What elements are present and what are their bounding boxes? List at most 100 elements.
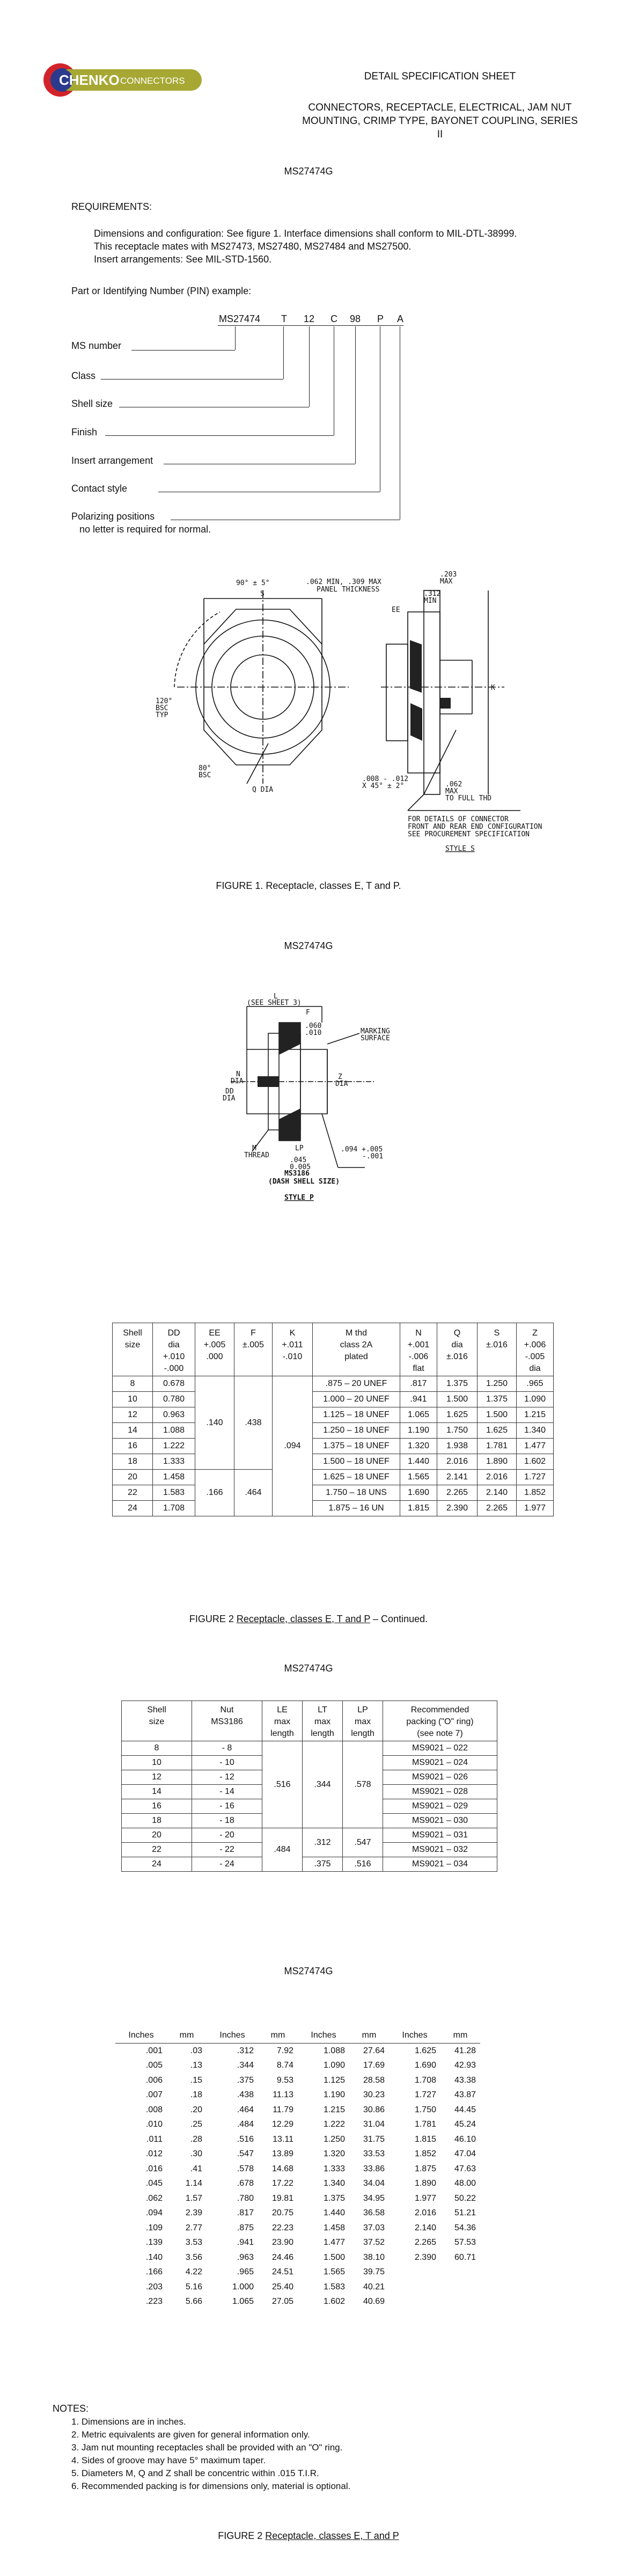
table-cell: 1.57 bbox=[185, 2193, 202, 2203]
table-cell: 4.22 bbox=[185, 2267, 202, 2276]
table-cell: .140 bbox=[195, 1376, 234, 1470]
dim-label: TYP bbox=[156, 711, 168, 719]
table-cell: 1.890 bbox=[477, 1454, 517, 1470]
table-cell: .13 bbox=[190, 2061, 202, 2070]
table-cell: 2.265 bbox=[477, 1500, 517, 1516]
table-cell: 2.265 bbox=[414, 2238, 436, 2247]
table-cell: - 10 bbox=[192, 1755, 262, 1770]
table-cell: .25 bbox=[190, 2120, 202, 2129]
dim-label: F bbox=[306, 1009, 310, 1017]
table-cell bbox=[440, 2294, 480, 2309]
table-cell: 1.852 bbox=[414, 2149, 436, 2158]
requirements-line: Insert arrangements: See MIL-STD-1560. bbox=[94, 254, 272, 265]
pin-part-contact: P bbox=[377, 313, 384, 324]
dim-label: DIA bbox=[335, 1080, 348, 1088]
column-header: mm bbox=[258, 2028, 298, 2044]
notes-list: 1. Dimensions are in inches.2. Metric eq… bbox=[71, 2416, 350, 2493]
table-cell: MS9021 – 022 bbox=[383, 1741, 497, 1756]
pin-part-finish: C bbox=[330, 313, 337, 324]
table-cell: 1.708 bbox=[152, 1500, 195, 1516]
table-cell: 44.45 bbox=[454, 2105, 476, 2114]
doc-number: MS27474G bbox=[284, 1966, 333, 1976]
column-header: Inches bbox=[115, 2028, 167, 2044]
requirements-line: This receptacle mates with MS27473, MS27… bbox=[94, 241, 412, 252]
pin-label: Finish bbox=[71, 427, 98, 437]
table-cell: MS9021 – 028 bbox=[383, 1784, 497, 1799]
table-cell: .094 bbox=[272, 1376, 313, 1516]
table-cell: 20 bbox=[112, 1469, 153, 1485]
dim-label: .010 bbox=[305, 1029, 321, 1037]
table-cell: .011 bbox=[146, 2134, 163, 2144]
table-cell: .375 bbox=[302, 1857, 343, 1872]
dim-label: 80° bbox=[199, 764, 211, 772]
table-cell: .963 bbox=[237, 2252, 254, 2262]
table-cell: 57.53 bbox=[454, 2238, 476, 2247]
table-cell: 8 bbox=[121, 1741, 192, 1756]
table-cell: 1.815 bbox=[400, 1500, 437, 1516]
table-cell: 43.38 bbox=[454, 2075, 476, 2085]
table-cell: 25.40 bbox=[271, 2282, 293, 2292]
table-cell: 10 bbox=[121, 1755, 192, 1770]
table-cell: 60.71 bbox=[454, 2252, 476, 2262]
table-cell: 1.625 bbox=[477, 1422, 517, 1439]
table-cell: .516 bbox=[237, 2134, 254, 2144]
dim-label: L bbox=[274, 993, 278, 1001]
dim-label: (SEE SHEET 3) bbox=[247, 999, 302, 1007]
table-cell: 50.22 bbox=[454, 2193, 476, 2203]
table-cell: 1.222 bbox=[323, 2120, 345, 2129]
dim-label: .203 bbox=[440, 571, 457, 579]
table-cell: .484 bbox=[262, 1828, 303, 1872]
column-header: EE+.005.000 bbox=[195, 1323, 234, 1376]
dim-label: THREAD bbox=[244, 1151, 269, 1159]
table-cell: 1.602 bbox=[323, 2297, 345, 2306]
table-cell: 1.14 bbox=[185, 2179, 202, 2188]
table-cell: .438 bbox=[234, 1376, 273, 1470]
pin-part-shell: 12 bbox=[304, 313, 315, 324]
table-cell: 1.852 bbox=[516, 1485, 554, 1501]
sheet-subtitle-line1: CONNECTORS, RECEPTACLE, ELECTRICAL, JAM … bbox=[308, 102, 572, 113]
table-cell: 24 bbox=[121, 1857, 192, 1872]
caption-link[interactable]: Receptacle, classes E, T and P bbox=[236, 1614, 371, 1624]
table-cell: .941 bbox=[237, 2238, 254, 2247]
table-cell: 5.16 bbox=[185, 2282, 202, 2292]
table-cell: 1.215 bbox=[323, 2105, 345, 2114]
pin-intro: Part or Identifying Number (PIN) example… bbox=[71, 286, 252, 296]
table-cell: .18 bbox=[190, 2090, 202, 2099]
table-cell: .516 bbox=[262, 1741, 303, 1828]
table-cell: .109 bbox=[145, 2223, 163, 2232]
column-header: F±.005 bbox=[234, 1323, 273, 1376]
pin-underline bbox=[218, 325, 403, 326]
table-cell: 1.477 bbox=[516, 1438, 554, 1454]
dim-label: S bbox=[260, 590, 265, 598]
table-cell: 1.320 bbox=[400, 1438, 437, 1454]
column-header: mm bbox=[440, 2028, 480, 2044]
table-cell: .223 bbox=[145, 2297, 163, 2306]
table-cell: .012 bbox=[145, 2149, 163, 2158]
table-cell: 1.625 bbox=[437, 1407, 478, 1423]
table-cell: 1.375 bbox=[437, 1376, 478, 1392]
table-cell: 1.477 bbox=[323, 2238, 345, 2247]
table-cell: 1.125 – 18 UNEF bbox=[312, 1407, 400, 1423]
caption-suffix: – Continued. bbox=[370, 1614, 428, 1624]
table-cell: 23.90 bbox=[271, 2238, 293, 2247]
table-cell: .005 bbox=[145, 2061, 163, 2070]
caption-link[interactable]: Receptacle, classes E, T and P bbox=[265, 2530, 399, 2541]
table-cell: 12 bbox=[112, 1407, 153, 1423]
table-cell: 3.53 bbox=[185, 2238, 202, 2247]
table-cell: 47.63 bbox=[454, 2164, 476, 2173]
table-cell: 7.92 bbox=[276, 2046, 293, 2055]
table-cell: 2.016 bbox=[477, 1469, 517, 1485]
pin-label: Insert arrangement bbox=[71, 455, 153, 466]
dim-label: 120° bbox=[156, 697, 172, 705]
